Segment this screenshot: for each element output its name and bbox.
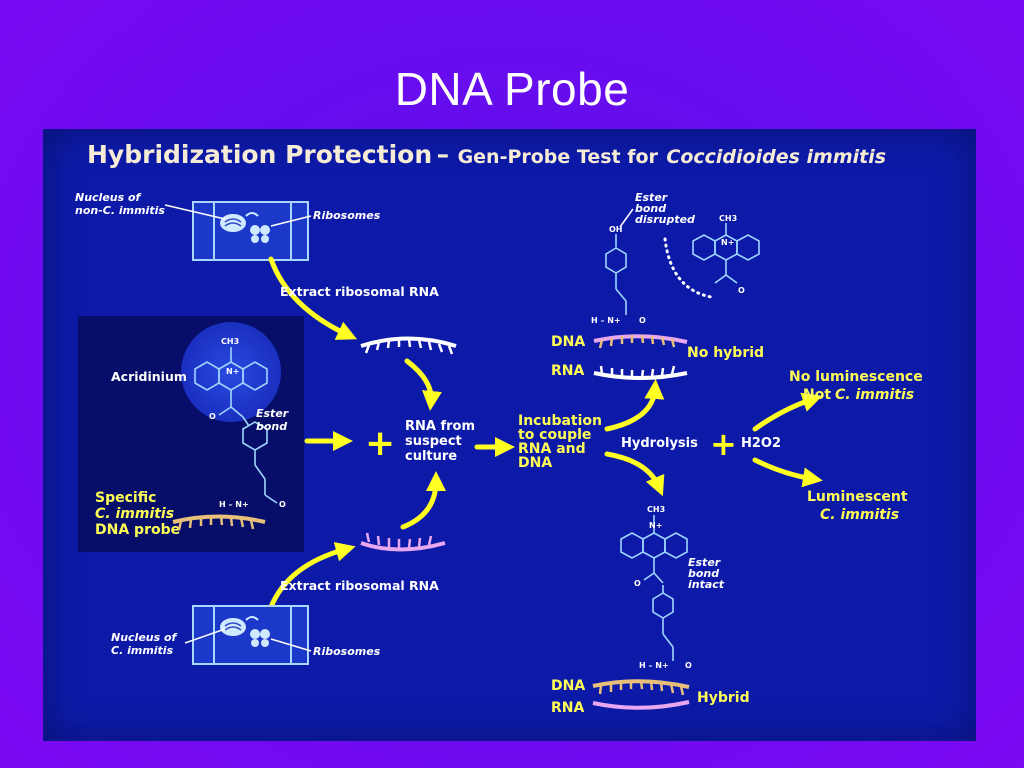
arrow-to-no-hybrid [604, 379, 665, 432]
phenol-structure [605, 234, 627, 315]
extract-arrow-bottom [268, 542, 356, 610]
dna-probe-strand [172, 514, 266, 531]
acridinium-hybrid-structure [620, 515, 688, 661]
acridinium-structure [194, 347, 278, 504]
plus-sign-left: + [365, 423, 395, 464]
chem-o2-probe: O [279, 500, 286, 509]
arrow-rna-bottom-up [400, 471, 446, 530]
dna-strand-no-hybrid [593, 334, 688, 349]
chem-ch3-probe: CH3 [221, 337, 239, 346]
disrupted-bond-dots [663, 237, 713, 299]
dna-strand-hybrid [592, 679, 690, 710]
h2o2-label: H2O2 [741, 436, 781, 451]
rna-strand-bottom [360, 532, 446, 552]
figure-heading: Hybridization Protection – Gen-Probe Tes… [87, 140, 886, 169]
chem-o-top: O [639, 316, 646, 325]
chem-hn-probe: H – N+ [219, 500, 249, 509]
chem-hn-bottom: H – N+ [639, 661, 669, 670]
rna-strand-top [360, 336, 457, 355]
arrow-to-hybrid [604, 451, 665, 497]
rna-label-bottom: RNA [551, 700, 584, 716]
hybridization-figure: Hybridization Protection – Gen-Probe Tes… [43, 129, 976, 741]
chem-oh: OH [609, 225, 623, 234]
chem-o-probe: O [209, 412, 216, 421]
acridine-free-structure [692, 223, 760, 284]
dna-label-bottom: DNA [551, 678, 585, 694]
acridinium-label: Acridinium [111, 369, 187, 384]
extract-arrow-top [268, 256, 358, 340]
extract-label-top: Extract ribosomal RNA [280, 284, 439, 299]
rna-label-top: RNA [551, 363, 584, 379]
top-ribosomes-label: Ribosomes [313, 209, 381, 222]
arrow-to-luminescent [752, 457, 823, 488]
rna-strand-no-hybrid [593, 365, 688, 380]
extract-label-bottom: Extract ribosomal RNA [280, 578, 439, 593]
top-cell [192, 201, 309, 261]
hybrid-label: Hybrid [697, 690, 750, 706]
bottom-ribosomes-label: Ribosomes [313, 645, 381, 658]
ribosome-icon [250, 225, 270, 243]
chem-ch3-bottom: CH3 [647, 505, 665, 514]
no-hybrid-label: No hybrid [687, 345, 764, 361]
chem-o-free: O [738, 286, 745, 295]
hydrolysis-label: Hydrolysis [621, 436, 698, 451]
chem-n-probe: N+ [226, 367, 239, 376]
bottom-cell [192, 605, 309, 665]
ribosome-icon [250, 629, 270, 647]
chem-o-bottom: O [634, 579, 641, 588]
slide-title: DNA Probe [394, 63, 630, 115]
diagram-canvas: Hybridization Protection – Gen-Probe Tes… [75, 140, 923, 716]
chem-n-bottom: N+ [649, 521, 662, 530]
dna-label-top: DNA [551, 334, 585, 350]
chem-o2-bottom: O [685, 661, 692, 670]
plus-sign-right: + [710, 425, 737, 463]
chem-hn-top: H – N+ [591, 316, 621, 325]
arrow-rna-top-down [404, 358, 442, 411]
arrow-to-no-luminescence [752, 392, 823, 432]
chem-ch3-top: CH3 [719, 214, 737, 223]
chem-n-top: N+ [721, 238, 734, 247]
